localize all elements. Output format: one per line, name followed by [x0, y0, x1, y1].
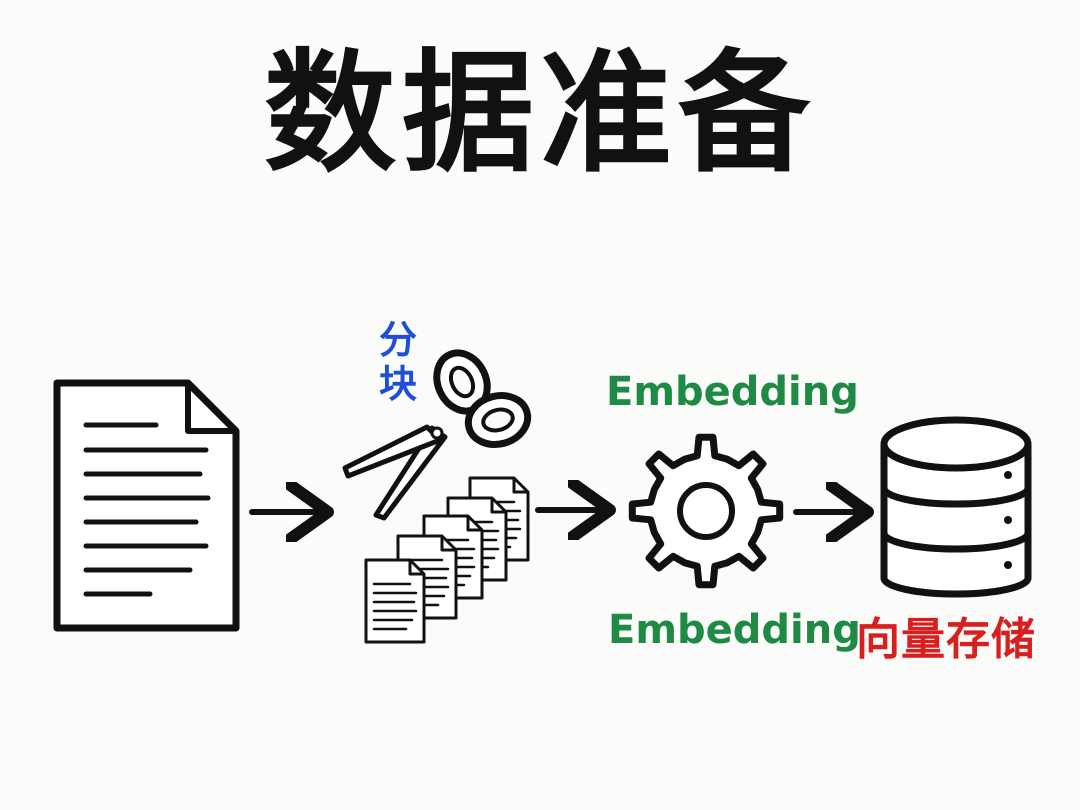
embedding-label-top: Embedding — [606, 369, 859, 415]
database-icon — [880, 416, 1032, 598]
embedding-label-bottom: Embedding — [608, 607, 861, 653]
document-icon — [53, 379, 240, 632]
vector-store-label: 向量存储 — [856, 614, 1036, 665]
chunking-label: 分块 — [378, 318, 417, 406]
scissors-icon — [342, 349, 532, 521]
gear-icon — [628, 433, 784, 589]
diagram-title: 数据准备 — [264, 37, 816, 191]
